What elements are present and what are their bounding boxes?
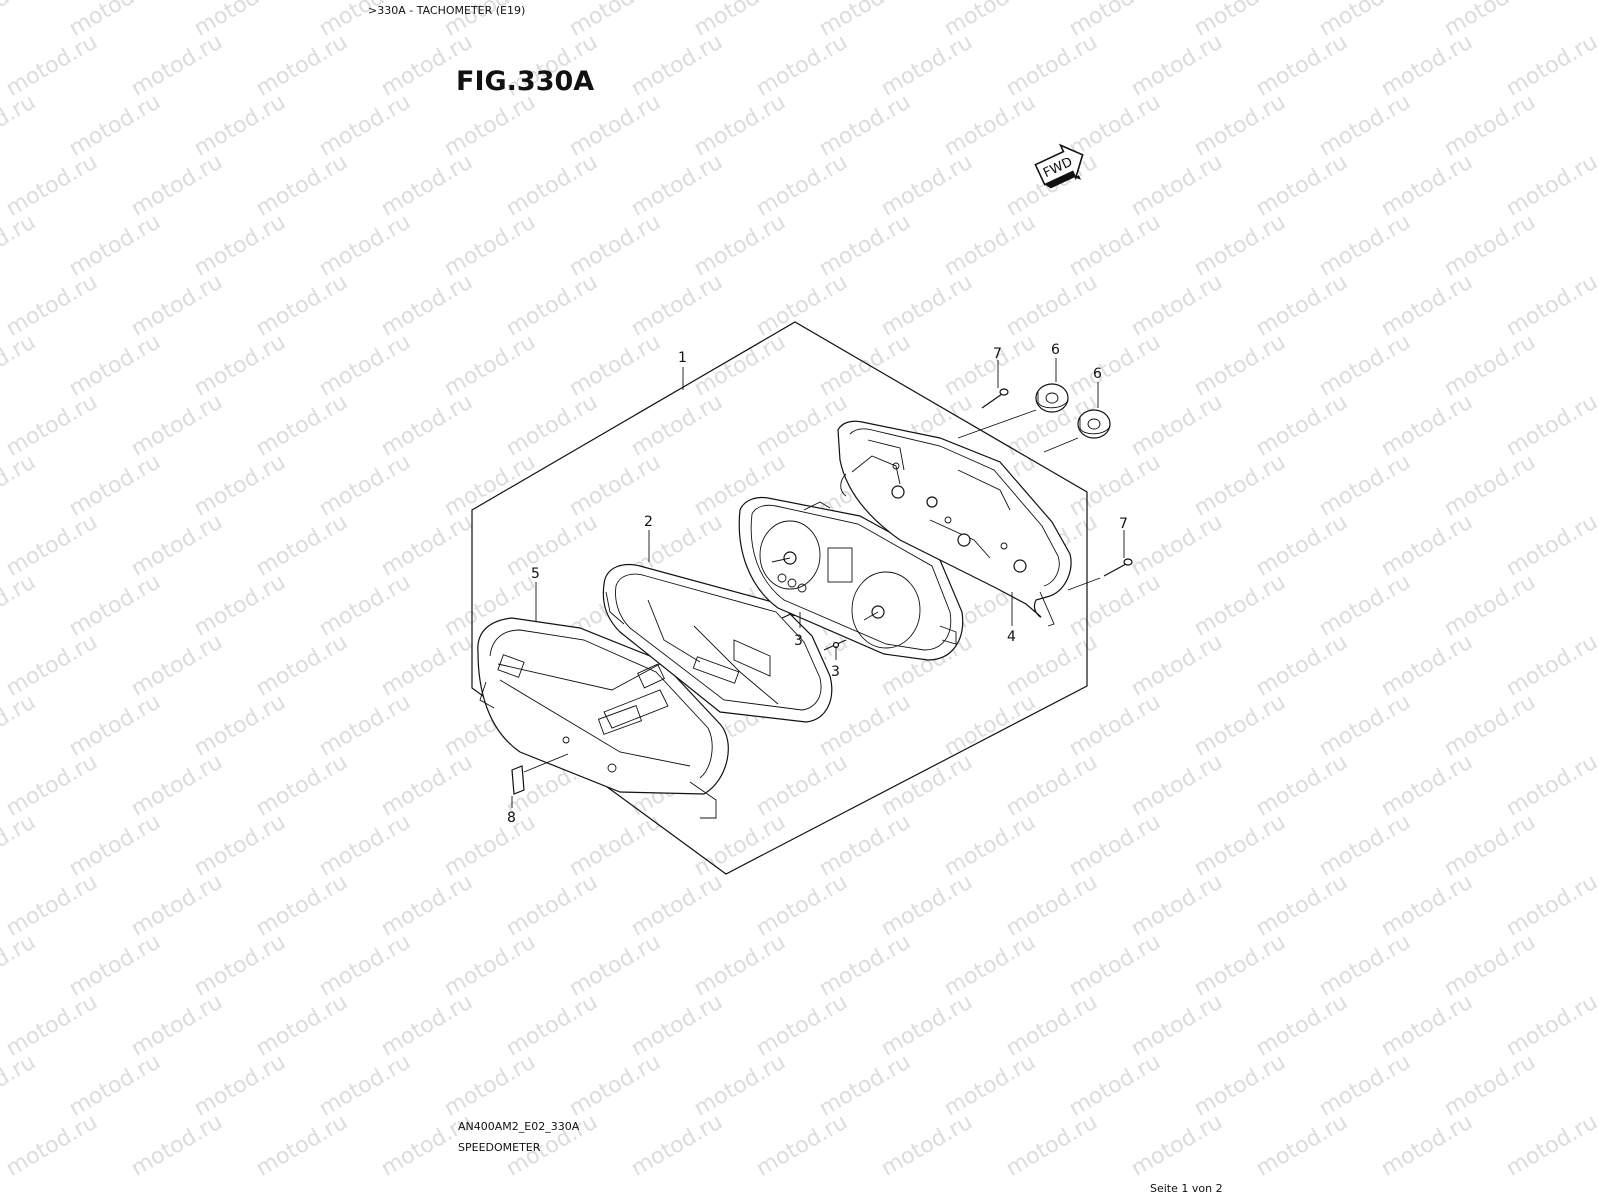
callout-6a: 6 xyxy=(1051,342,1060,358)
breadcrumb: >330A - TACHOMETER (E19) xyxy=(368,4,526,17)
callout-7b: 7 xyxy=(1119,516,1128,532)
callout-4: 4 xyxy=(1007,629,1016,645)
assembly-outline xyxy=(471,321,1088,875)
callout-7a: 7 xyxy=(993,346,1002,362)
callout-5: 5 xyxy=(531,566,540,582)
callout-1: 1 xyxy=(678,350,687,366)
callout-2: 2 xyxy=(644,514,653,530)
fwd-arrow-icon: FWD xyxy=(1034,143,1084,189)
diagram-description: SPEEDOMETER xyxy=(458,1141,541,1154)
callout-6b: 6 xyxy=(1093,366,1102,382)
part-front-cover xyxy=(477,617,729,819)
part-pad xyxy=(511,753,569,795)
page-info: Seite 1 von 2 xyxy=(1150,1182,1223,1195)
part-gauge-face xyxy=(738,496,964,661)
callout-8: 8 xyxy=(507,810,516,826)
leader-lines xyxy=(511,358,1125,808)
figure-title: FIG.330A xyxy=(456,66,595,97)
part-rear-case xyxy=(837,420,1072,627)
callout-3a: 3 xyxy=(794,633,803,649)
callout-3b: 3 xyxy=(831,664,840,680)
part-grommets xyxy=(1035,383,1111,439)
part-screws xyxy=(981,388,1133,577)
model-code: AN400AM2_E02_330A xyxy=(458,1120,580,1133)
